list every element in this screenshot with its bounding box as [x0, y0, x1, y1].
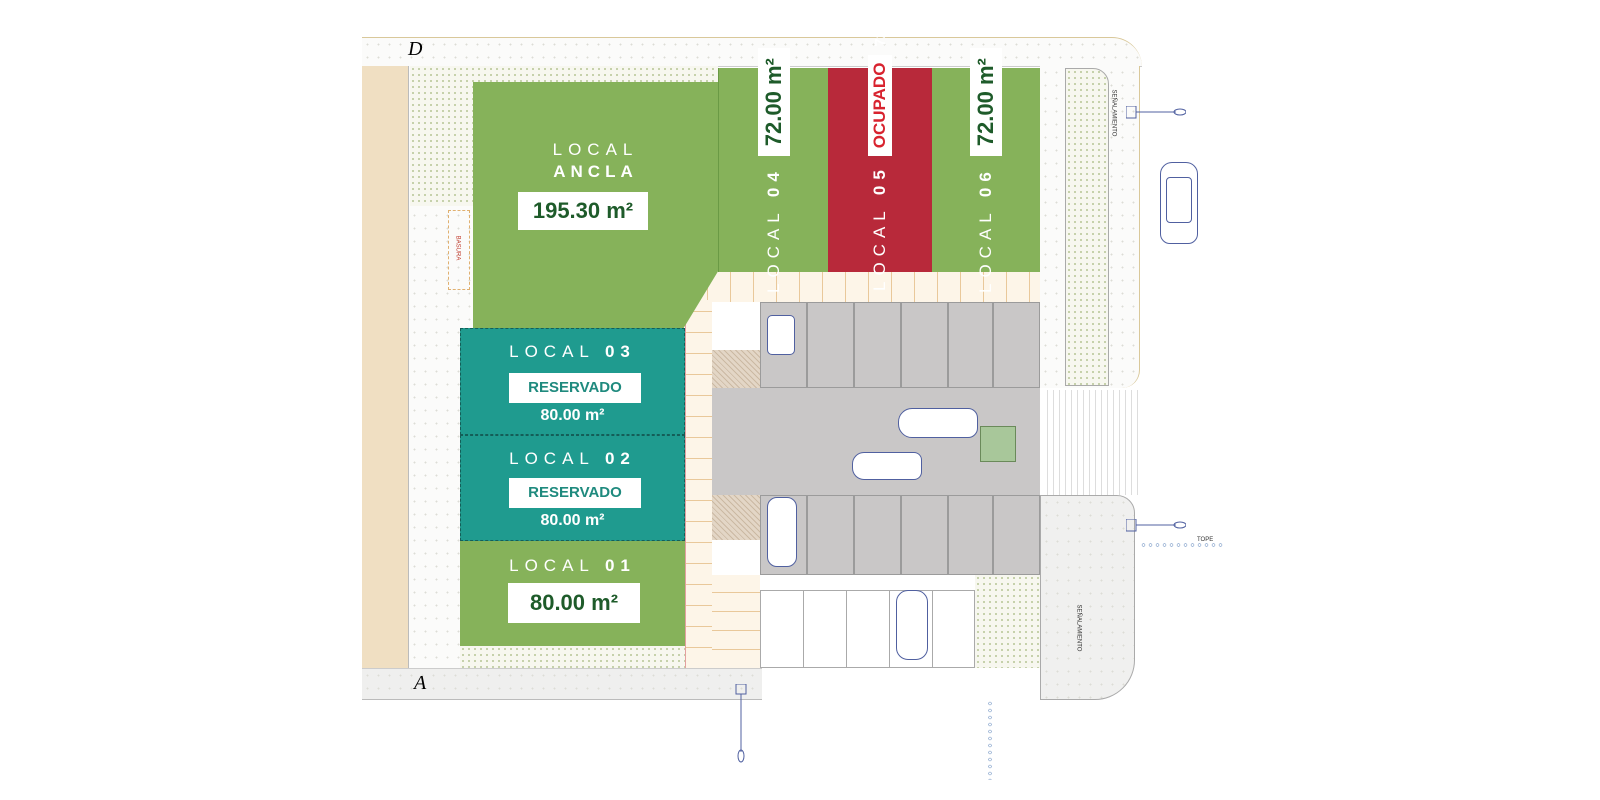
parking-hatch	[712, 350, 760, 388]
parking-stall	[854, 495, 901, 575]
unit-03[interactable]: LOCAL 03 RESERVADO 80.00 m²	[460, 328, 685, 435]
signage-label-2: SEÑALAMIENTO	[1075, 604, 1082, 652]
unit-06[interactable]: LOCAL 06 72.00 m²	[932, 48, 1040, 293]
unit-02-status: RESERVADO	[509, 478, 641, 508]
parking-stall	[854, 302, 901, 388]
unit-03-area: 80.00 m²	[540, 407, 605, 424]
unit-03-status: RESERVADO	[509, 373, 641, 403]
unit-03-label: LOCAL 03	[509, 342, 636, 361]
unit-01[interactable]: LOCAL 01 80.00 m²	[460, 541, 685, 646]
east-planter	[1065, 68, 1109, 386]
drain-icon	[980, 426, 1016, 462]
car-icon	[896, 590, 928, 660]
crosswalk	[1042, 390, 1140, 495]
unit-02-area: 80.00 m²	[540, 512, 605, 529]
unit-05-area: 72.00 m²	[871, 0, 889, 47]
street-lamp-icon	[734, 683, 748, 764]
parking-hatch	[712, 495, 760, 540]
south-planter	[460, 646, 685, 668]
parking-stall	[807, 302, 854, 388]
car-icon	[1160, 162, 1198, 244]
walkway-west	[685, 300, 712, 668]
parking-stall	[948, 495, 993, 575]
unit-01-label: LOCAL 01	[509, 556, 636, 575]
speed-bump-south	[988, 700, 992, 780]
lower-parking	[760, 590, 975, 668]
parking-stall	[948, 302, 993, 388]
parking-stall	[901, 495, 948, 575]
signage-label-1: SEÑALAMIENTO	[1110, 89, 1117, 137]
trash-area: BASURA	[448, 210, 470, 290]
parking-stall	[901, 302, 948, 388]
southeast-plaza	[1040, 495, 1135, 700]
bottom-road	[362, 668, 762, 700]
west-planter	[410, 66, 473, 206]
corner-d-label: D	[408, 38, 423, 60]
unit-04-label: LOCAL 04	[764, 166, 783, 293]
street-lamp-icon	[1125, 518, 1187, 533]
car-icon	[767, 497, 797, 567]
unit-ancla[interactable]: LOCAL ANCLA 195.30 m²	[473, 82, 718, 328]
unit-02-label: LOCAL 02	[509, 449, 636, 468]
corner-a-label: A	[414, 672, 427, 694]
unit-04-area: 72.00 m²	[758, 48, 790, 157]
parking-stall	[807, 495, 854, 575]
southeast-planter	[975, 575, 1040, 668]
unit-ancla-area: 195.30 m²	[518, 192, 648, 230]
walkway-south	[712, 575, 760, 668]
north-planter	[410, 66, 718, 82]
speed-bump-label: TOPE	[1197, 537, 1214, 543]
car-icon	[767, 315, 795, 355]
unit-ancla-prefix: LOCAL	[552, 140, 639, 159]
unit-05-status: OCUPADO	[868, 54, 892, 157]
unit-02[interactable]: LOCAL 02 RESERVADO 80.00 m²	[460, 435, 685, 541]
unit-04[interactable]: LOCAL 04 72.00 m²	[718, 48, 828, 293]
unit-05-label: LOCAL 05	[870, 164, 889, 291]
parking-stall	[993, 302, 1040, 388]
street-lamp-icon	[1125, 105, 1187, 120]
left-strip	[362, 66, 408, 668]
top-road	[362, 37, 1142, 67]
unit-01-area: 80.00 m²	[508, 583, 640, 623]
speed-bump	[1140, 543, 1225, 547]
car-icon	[852, 452, 922, 480]
car-icon	[898, 408, 978, 438]
unit-06-area: 72.00 m²	[970, 48, 1002, 157]
walkway	[685, 272, 1040, 302]
unit-06-label: LOCAL 06	[976, 166, 995, 293]
unit-05[interactable]: LOCAL 05 OCUPADO 72.00 m²	[828, 0, 932, 291]
unit-ancla-name: ANCLA	[553, 162, 638, 181]
parking-stall	[993, 495, 1040, 575]
